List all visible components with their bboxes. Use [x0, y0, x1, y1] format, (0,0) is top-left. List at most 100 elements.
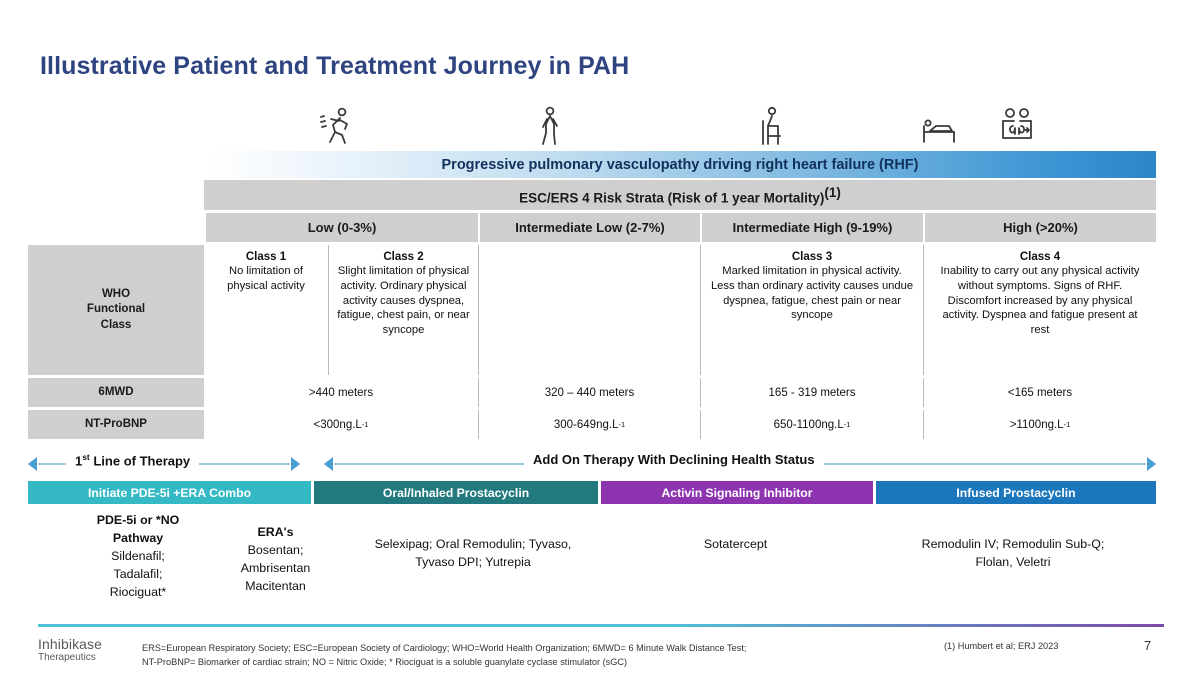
class-3-title: Class 3	[791, 251, 833, 263]
spacer-right-3	[204, 375, 1156, 378]
severity-pictogram-strip	[204, 104, 1160, 148]
strata-cell-intermediate-low: Intermediate Low (2-7%)	[478, 213, 700, 242]
drug-group-activin: Sotatercept	[628, 536, 843, 554]
company-logo-line-1: Inhibikase	[38, 636, 103, 652]
abbreviations-line-1: ERS=European Respiratory Society; ESC=Eu…	[142, 643, 747, 653]
row-label-nt-probnp: NT-ProBNP	[28, 410, 204, 439]
risk-table: ESC/ERS 4 Risk Strata (Risk of 1 year Mo…	[28, 180, 1156, 439]
drug-group-infused-line-2: Flolan, Veletri	[975, 554, 1051, 569]
who-class-cell-3: Class 3 Marked limitation in physical ac…	[700, 245, 923, 375]
arrow-first-line-label: 1st Line of Therapy	[66, 452, 200, 469]
drug-group-infused: Remodulin IV; Remodulin Sub-Q; Flolan, V…	[868, 536, 1158, 572]
6mwd-value-low: >440 meters	[204, 378, 478, 407]
nt-probnp-ih-text: 650-1100ng.L	[773, 418, 844, 431]
nt-probnp-row: NT-ProBNP <300ng.L-1 300-649ng.L-1 650-1…	[28, 410, 1156, 439]
strata-header-band: ESC/ERS 4 Risk Strata (Risk of 1 year Mo…	[204, 180, 1156, 210]
who-functional-class-row: WHO Functional Class Class 1 No limitati…	[28, 245, 1156, 375]
spacer-right-2	[204, 242, 1156, 245]
therapy-bar-activin-label: Activin Signaling Inhibitor	[661, 485, 813, 500]
abbreviations-note: ERS=European Respiratory Society; ESC=Eu…	[142, 641, 746, 670]
arrow-first-line-label-post: Line of Therapy	[89, 453, 191, 469]
spacer-right-1	[204, 210, 1156, 213]
nt-probnp-value-intermediate-low: 300-649ng.L-1	[478, 410, 700, 439]
strata-header-label: ESC/ERS 4 Risk Strata (Risk of 1 year Mo…	[519, 190, 825, 206]
page-number: 7	[1144, 638, 1152, 653]
spacer-left-2	[28, 242, 204, 245]
therapy-bar-pde5i-era[interactable]: Initiate PDE-5i +ERA Combo	[28, 481, 311, 504]
who-label-line-3: Class	[100, 318, 132, 331]
drug-group-pde5i-item-3: Riociguat*	[109, 584, 167, 599]
nt-probnp-high-sup: -1	[1063, 420, 1071, 429]
arrow-add-on-label: Add On Therapy With Declining Health Sta…	[524, 452, 824, 467]
strata-cell-high: High (>20%)	[923, 213, 1156, 242]
drug-group-pde5i-item-2: Tadalafil;	[113, 566, 163, 581]
arrow-first-line-label-pre: 1	[75, 453, 83, 469]
person-with-cane-icon	[750, 104, 796, 148]
nt-probnp-value-low: <300ng.L-1	[204, 410, 478, 439]
who-label-line-2: Functional	[86, 303, 146, 316]
company-logo-line-2: Therapeutics	[38, 652, 96, 663]
nt-probnp-il-sup: -1	[618, 420, 626, 429]
nt-probnp-high-text: >1100ng.L	[1009, 418, 1064, 431]
therapy-bar-infused-label: Infused Prostacyclin	[956, 485, 1076, 500]
footer-divider	[38, 624, 1164, 627]
nt-probnp-low-text: <300ng.L	[313, 418, 362, 431]
drug-group-pde5i: PDE-5i or *NO Pathway Sildenafil; Tadala…	[58, 512, 218, 602]
spacer-left-3	[28, 375, 204, 378]
6mwd-value-intermediate-low: 320 – 440 meters	[478, 378, 700, 407]
arrow-add-on-therapy: Add On Therapy With Declining Health Sta…	[324, 450, 1156, 476]
spacer-right-4	[204, 407, 1156, 410]
class-2-desc: Slight limitation of physical activity. …	[337, 265, 470, 337]
drug-group-oral-inhaled-line-2: Tyvaso DPI; Yutrepia	[415, 554, 531, 569]
company-logo: Inhibikase Therapeutics	[38, 636, 102, 663]
class-3-desc: Marked limitation in physical activity. …	[710, 265, 914, 322]
strata-header-row: ESC/ERS 4 Risk Strata (Risk of 1 year Mo…	[28, 180, 1156, 210]
drug-group-era-item-3: Macitentan	[245, 578, 306, 593]
nt-probnp-value-high: >1100ng.L-1	[923, 410, 1156, 439]
person-in-bed-icon	[916, 104, 962, 148]
strata-header-spacer	[28, 180, 204, 210]
therapy-bar-pde5i-era-label: Initiate PDE-5i +ERA Combo	[87, 485, 252, 500]
caregivers-oxygen-icon	[994, 104, 1040, 148]
drug-group-era-item-1: Bosentan;	[247, 542, 304, 557]
row-label-who-functional-class: WHO Functional Class	[28, 245, 204, 375]
therapy-bar-activin-signaling-inhibitor[interactable]: Activin Signaling Inhibitor	[601, 481, 873, 504]
abbreviations-line-2: NT-ProBNP= Biomarker of cardiac strain; …	[142, 657, 628, 668]
strata-labels-spacer	[28, 213, 204, 242]
class-2-title: Class 2	[383, 251, 424, 263]
arrow-first-line-head-right	[291, 457, 300, 471]
progression-banner-label: Progressive pulmonary vasculopathy drivi…	[441, 156, 919, 173]
class-1-title: Class 1	[245, 251, 287, 263]
strata-cell-low: Low (0-3%)	[204, 213, 478, 242]
strata-labels-row: Low (0-3%) Intermediate Low (2-7%) Inter…	[28, 213, 1156, 242]
6mwd-value-intermediate-high: 165 - 319 meters	[700, 378, 923, 407]
therapy-arrows: 1st Line of Therapy Add On Therapy With …	[28, 450, 1156, 476]
therapy-bar-infused-prostacyclin[interactable]: Infused Prostacyclin	[876, 481, 1156, 504]
drug-group-pde5i-heading-1: PDE-5i or *NO	[96, 513, 180, 527]
drug-group-oral-inhaled-line-1: Selexipag; Oral Remodulin; Tyvaso,	[374, 537, 572, 551]
nt-probnp-il-text: 300-649ng.L	[553, 418, 619, 431]
running-person-icon	[312, 104, 358, 148]
row-label-6mwd: 6MWD	[28, 378, 204, 407]
who-class-cell-4: Class 4 Inability to carry out any physi…	[923, 245, 1156, 375]
spacer-row-2	[28, 242, 1156, 245]
therapy-bars: Initiate PDE-5i +ERA Combo Oral/Inhaled …	[28, 481, 1156, 504]
drug-group-era-item-2: Ambrisentan	[240, 560, 311, 575]
spacer-row-4	[28, 407, 1156, 410]
drug-group-pde5i-heading-2: Pathway	[112, 530, 164, 545]
drug-group-era-heading: ERA's	[257, 525, 294, 539]
strata-cell-intermediate-high: Intermediate High (9-19%)	[700, 213, 923, 242]
progression-banner: Progressive pulmonary vasculopathy drivi…	[204, 151, 1156, 178]
class-4-title: Class 4	[1019, 251, 1061, 263]
therapy-bar-oral-inhaled-label: Oral/Inhaled Prostacyclin	[382, 485, 530, 500]
nt-probnp-value-intermediate-high: 650-1100ng.L-1	[700, 410, 923, 439]
arrow-first-line-label-sup: st	[82, 452, 90, 462]
drug-group-era: ERA's Bosentan; Ambrisentan Macitentan	[203, 524, 348, 596]
who-label-line-1: WHO	[101, 287, 131, 300]
spacer-row-1	[28, 210, 1156, 213]
therapy-bar-oral-inhaled-prostacyclin[interactable]: Oral/Inhaled Prostacyclin	[314, 481, 598, 504]
citation-note: (1) Humbert et al; ERJ 2023	[944, 641, 1059, 651]
6mwd-value-high: <165 meters	[923, 378, 1156, 407]
drug-group-oral-inhaled: Selexipag; Oral Remodulin; Tyvaso, Tyvas…	[328, 536, 618, 572]
